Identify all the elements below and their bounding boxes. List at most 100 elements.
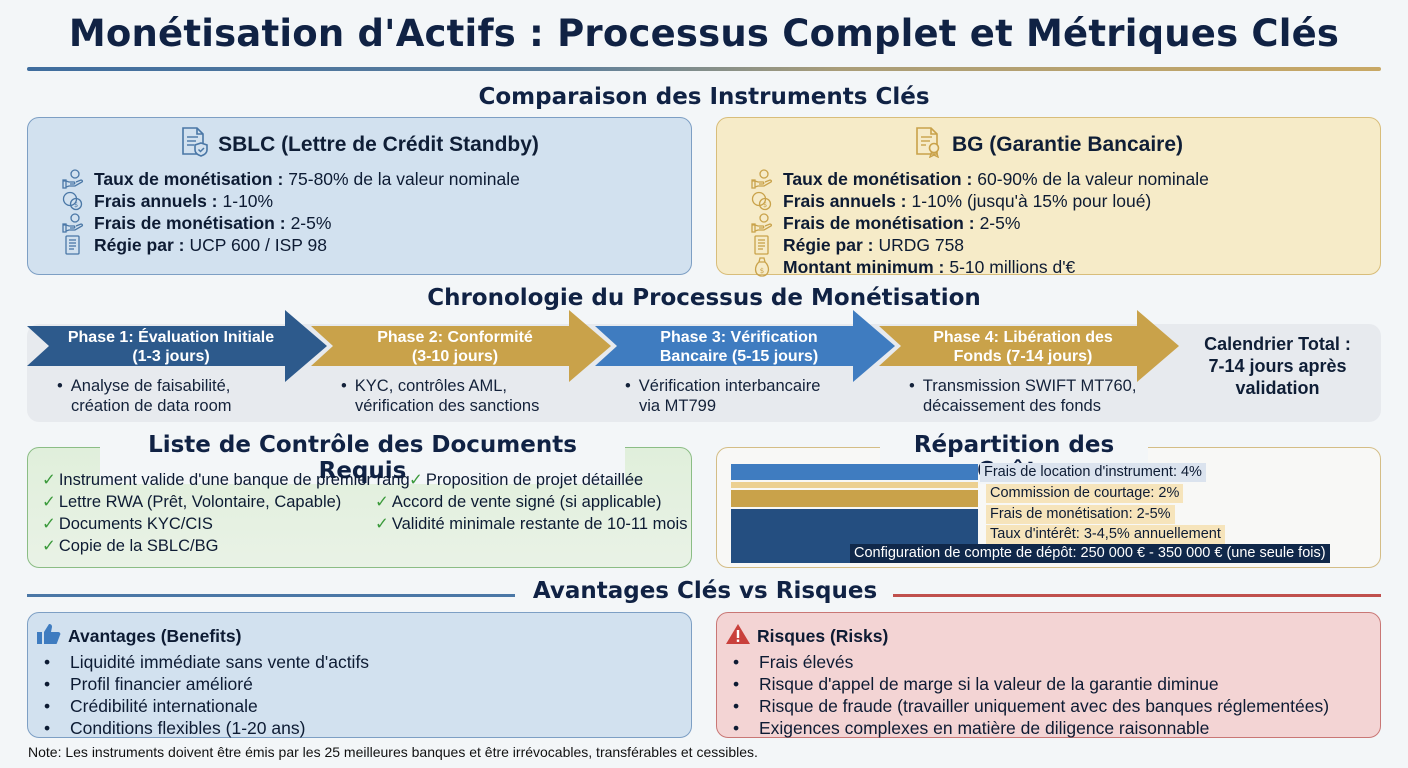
bullet: • <box>44 674 51 694</box>
cost-bar <box>731 490 978 507</box>
risks-rule <box>893 594 1381 597</box>
metric-label: Frais de monétisation : <box>94 212 286 233</box>
list-item-text: Exigences complexes en matière de dilige… <box>759 718 1210 738</box>
phase-desc-text: Transmission SWIFT MT760, <box>922 377 1137 395</box>
list-item: •Risque d'appel de marge si la valeur de… <box>733 673 1380 695</box>
cost-bar <box>731 464 978 480</box>
phase-title: Phase 2: Conformité <box>377 329 533 346</box>
checklist-text: Proposition de projet détaillée <box>425 471 644 489</box>
metric-value: 1-10% (jusqu'à 15% pour loué) <box>911 190 1152 211</box>
metric-value: 2-5% <box>979 212 1021 233</box>
checklist-item: ✓Copie de la SBLC/BG <box>42 536 218 556</box>
metric-label: Régie par : <box>94 234 185 255</box>
check-icon: ✓ <box>42 537 56 555</box>
phase-label: Phase 2: Conformité (3-10 jours) <box>331 328 579 366</box>
phase-desc-line-1: •KYC, contrôles AML, <box>341 376 539 396</box>
warning-icon <box>725 623 751 650</box>
bullet: • <box>57 377 63 395</box>
phase-desc-text: vérification des sanctions <box>355 397 540 415</box>
title-divider <box>27 67 1381 71</box>
bullet: • <box>44 718 51 738</box>
bg-card: BG (Garantie Bancaire) Taux de monétisat… <box>716 117 1381 277</box>
timeline-heading: Chronologie du Processus de Monétisation <box>427 285 981 311</box>
phase-desc-text: via MT799 <box>639 397 717 415</box>
bullet: • <box>44 696 51 716</box>
document-icon <box>751 235 777 255</box>
phase-desc-line-1: • Analyse de faisabilité, <box>57 376 232 396</box>
metric-row: Taux de monétisation :75-80% de la valeu… <box>62 168 691 190</box>
coins-icon: $ <box>62 191 88 211</box>
checklist-item: ✓Proposition de projet détaillée <box>409 470 643 490</box>
phase-duration: Fonds (7-14 jours) <box>953 348 1093 365</box>
sblc-card: SBLC (Lettre de Crédit Standby) Taux de … <box>27 117 692 275</box>
metric-label: Taux de monétisation : <box>783 168 973 189</box>
bullet: • <box>733 652 740 672</box>
certificate-icon <box>914 126 944 164</box>
checklist-item: ✓Accord de vente signé (si applicable) <box>375 492 661 512</box>
money-bag-icon: $ <box>751 257 777 277</box>
svg-text:$: $ <box>74 201 78 209</box>
metric-row: Taux de monétisation :60-90% de la valeu… <box>751 168 1380 190</box>
total-timeline: Calendrier Total : 7-14 jours après vali… <box>1180 333 1375 399</box>
metric-label: Montant minimum : <box>783 256 945 277</box>
phase-description: • Transmission SWIFT MT760, décaissement d… <box>909 376 1136 416</box>
check-icon: ✓ <box>409 471 423 489</box>
phase-title: Phase 4: Libération des <box>933 329 1113 346</box>
checklist-text: Copie de la SBLC/BG <box>58 537 219 555</box>
coins-icon: $ <box>751 191 777 211</box>
bullet: • <box>733 674 740 694</box>
checklist-text: Instrument valide d'une banque de premie… <box>58 471 410 489</box>
metric-value: 75-80% de la valeur nominale <box>288 168 520 189</box>
cost-bar <box>731 482 978 488</box>
checklist-item: ✓Documents KYC/CIS <box>42 514 213 534</box>
phase-duration: (1-3 jours) <box>132 348 210 365</box>
metric-row: Régie par :URDG 758 <box>751 234 1380 256</box>
svg-text:$: $ <box>760 267 764 275</box>
checklist-item: ✓Lettre RWA (Prêt, Volontaire, Capable) <box>42 492 341 512</box>
metric-value: URDG 758 <box>878 234 965 255</box>
metric-value: UCP 600 / ISP 98 <box>189 234 327 255</box>
list-item-text: Conditions flexibles (1-20 ans) <box>70 718 306 738</box>
phase-desc-line-2: via MT799 <box>625 396 820 416</box>
phase-desc-text: décaissement des fonds <box>923 397 1101 415</box>
list-item-text: Liquidité immédiate sans vente d'actifs <box>70 652 370 672</box>
checklist-item: ✓Instrument valide d'une banque de premi… <box>42 470 410 490</box>
hand-coin-icon <box>751 213 777 233</box>
checklist-text: Accord de vente signé (si applicable) <box>391 493 662 511</box>
check-icon: ✓ <box>42 471 56 489</box>
phase-duration: (3-10 jours) <box>411 348 499 365</box>
hand-coin-icon <box>62 169 88 189</box>
hand-coin-icon <box>751 169 777 189</box>
advantages-risks-heading: Avantages Clés vs Risques <box>532 578 878 604</box>
list-item: • Liquidité immédiate sans vente d'actifs <box>44 651 691 673</box>
phase-desc-text: création de data room <box>71 397 232 415</box>
bullet: • <box>909 377 915 395</box>
comparison-heading: Comparaison des Instruments Clés <box>478 84 930 110</box>
metric-value: 60-90% de la valeur nominale <box>977 168 1209 189</box>
phase-desc-line-2: création de data room <box>57 396 232 416</box>
risks-card: Risques (Risks) •Frais élevés•Risque d'a… <box>716 612 1381 738</box>
metric-row: Régie par :UCP 600 / ISP 98 <box>62 234 691 256</box>
metric-row: $Frais annuels :1-10% (jusqu'à 15% pour … <box>751 190 1380 212</box>
phase-desc-line-2: décaissement des fonds <box>909 396 1136 416</box>
checklist-item: ✓Validité minimale restante de 10-11 moi… <box>375 514 687 534</box>
metric-value: 2-5% <box>290 212 332 233</box>
cost-label: Frais de monétisation: 2-5% <box>986 505 1175 524</box>
phase-desc-text: Analyse de faisabilité, <box>70 377 231 395</box>
list-item: •Frais élevés <box>733 651 1380 673</box>
footnote: Note: Les instruments doivent être émis … <box>28 744 758 760</box>
document-shield-icon <box>180 126 210 164</box>
phase-desc-line-2: vérification des sanctions <box>341 396 539 416</box>
bullet: • <box>625 377 631 395</box>
list-item: •Exigences complexes en matière de dilig… <box>733 717 1380 739</box>
bullet: • <box>44 652 51 672</box>
advantages-card: Avantages (Benefits) •Liquidité immédiat… <box>27 612 692 738</box>
thumbs-up-icon <box>36 623 62 650</box>
metric-label: Régie par : <box>783 234 874 255</box>
metric-row: $Frais annuels :1-10% <box>62 190 691 212</box>
check-icon: ✓ <box>375 515 389 533</box>
cost-label: Configuration de compte de dépôt: 250 00… <box>850 544 1330 563</box>
phase-desc-text: KYC, contrôles AML, <box>354 377 508 395</box>
metric-row: Frais de monétisation :2-5% <box>751 212 1380 234</box>
